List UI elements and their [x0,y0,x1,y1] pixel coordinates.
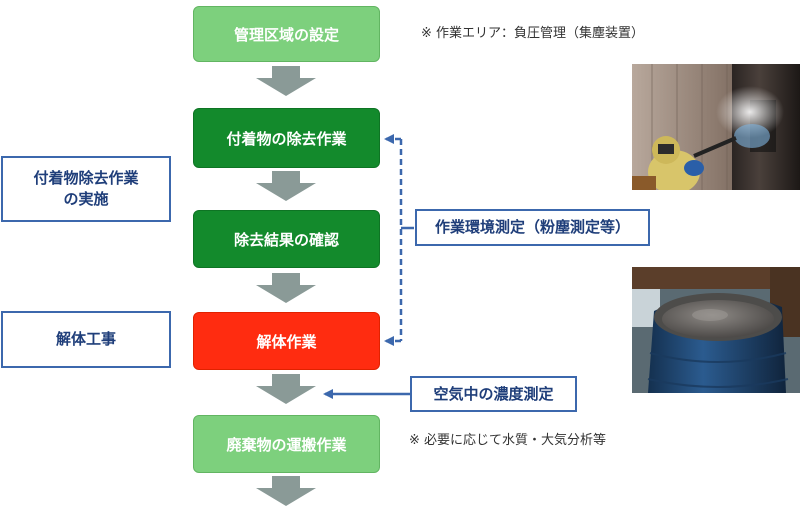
down-arrow-5 [256,476,316,506]
phase-demolition: 解体工事 [1,311,171,368]
dashed-measurement-bracket [384,134,414,346]
step-deposit-removal: 付着物の除去作業 [193,108,380,168]
down-arrow-2 [256,171,316,201]
step-management-area: 管理区域の設定 [193,6,380,62]
down-arrow-3 [256,273,316,303]
step-demolition: 解体作業 [193,312,380,370]
measurement-air: 空気中の濃度測定 [410,376,577,412]
down-arrow-4 [256,374,316,404]
photo-waste-drum [632,267,800,393]
phase-removal: 付着物除去作業 の実施 [1,156,171,222]
note-work-area: ※ 作業エリア：負圧管理（集塵装置） [421,26,645,41]
photo-removal-work [632,64,800,190]
step-removal-check: 除去結果の確認 [193,210,380,268]
step-waste-transport: 廃棄物の運搬作業 [193,415,380,473]
down-arrow-1 [256,66,316,96]
note-analysis: ※ 必要に応じて水質・大気分析等 [409,433,607,448]
measurement-environment: 作業環境測定（粉塵測定等） [415,209,650,246]
